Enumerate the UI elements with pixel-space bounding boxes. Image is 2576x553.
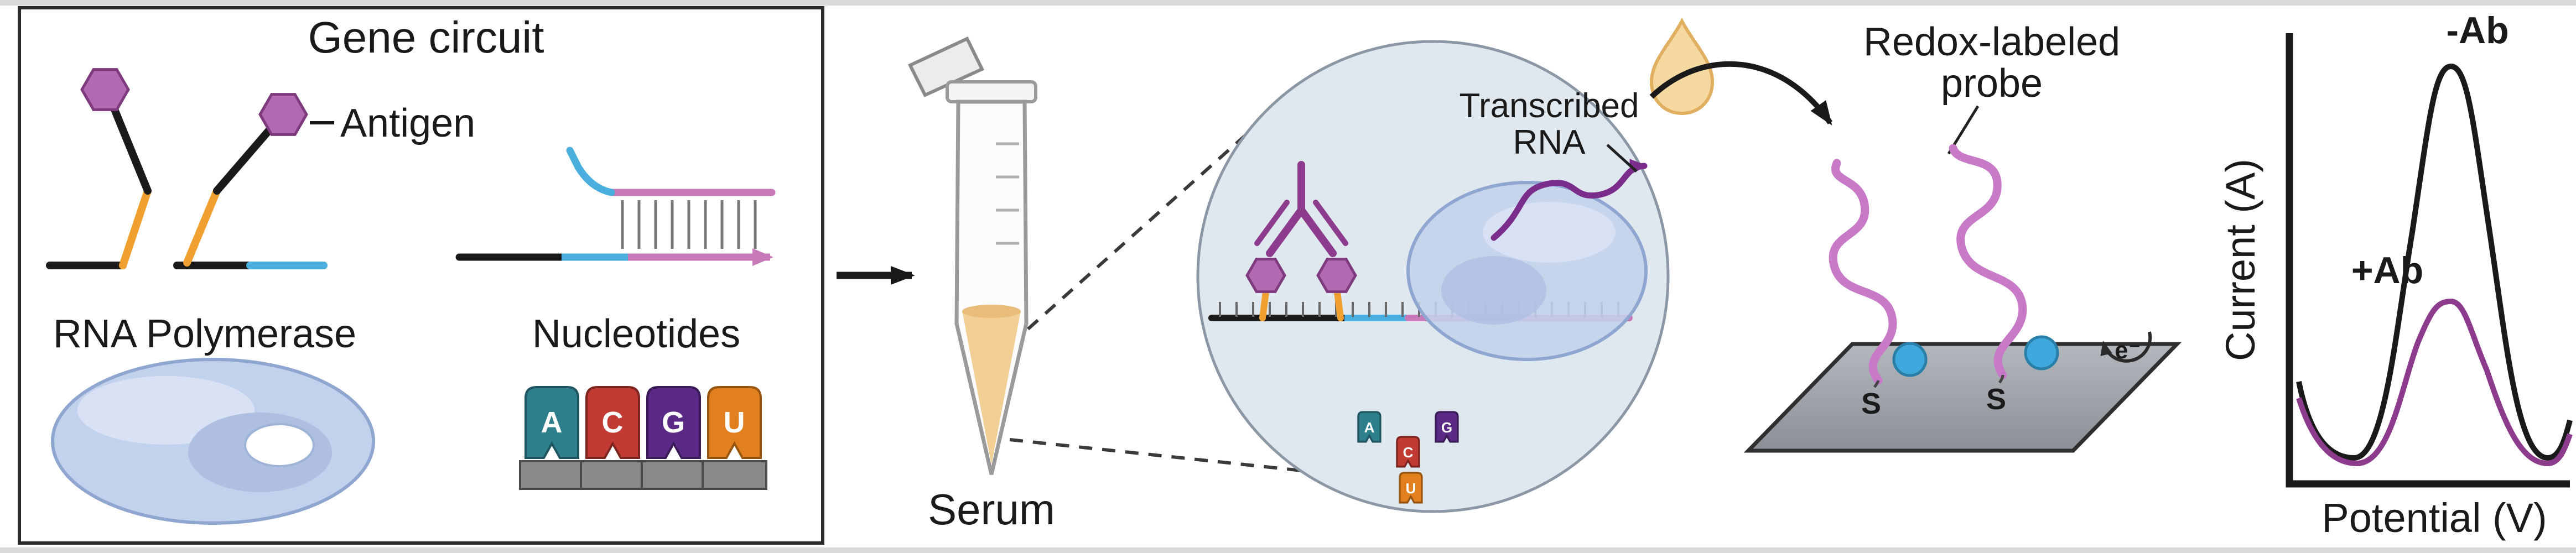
antibody-icon [1266, 161, 1337, 257]
duplex-blue-tail [566, 147, 615, 196]
droplet-icon [1649, 17, 1715, 116]
nucleotide-c-letter: C [602, 406, 624, 439]
template-duplex [455, 147, 776, 266]
reaction-zoom: Transcribed RNA A C G U [1196, 40, 1670, 513]
curve-with-antibody [2296, 298, 2573, 467]
free-nucleotide-a-letter: A [1364, 419, 1375, 436]
nucleotide-u-letter: U [724, 406, 745, 439]
electrode-assembly: Redox-labeled probe S S e⁻ [1743, 20, 2182, 453]
free-nucleotide-c-letter: C [1403, 444, 1414, 461]
gene-circuit-title: Gene circuit [308, 13, 544, 62]
gene-construct-right [173, 95, 328, 269]
tube-graduations [996, 142, 1019, 245]
tube-lid-open [907, 36, 985, 97]
graph-axes [2286, 33, 2570, 488]
nucleotide-base-block [702, 460, 767, 490]
top-edge-band [0, 0, 2576, 6]
nucleotide-a-letter: A [541, 406, 563, 439]
duplex-basepair-teeth [621, 200, 757, 249]
bottom-edge-band [0, 547, 2576, 553]
transcribed-rna-label-line1: Transcribed [1459, 87, 1639, 125]
serum-label: Serum [928, 485, 1055, 534]
tube-body [954, 100, 1029, 475]
zoom-polymerase [1406, 181, 1648, 361]
antibody-complex [1247, 161, 1355, 321]
probe-label-line2: probe [1941, 61, 2043, 106]
nucleotides-label: Nucleotides [532, 312, 740, 356]
droplet-transfer [1649, 17, 1833, 126]
serum-liquid [962, 311, 1021, 465]
rna-polymerase-label: RNA Polymerase [53, 312, 356, 356]
redox-dot-right [2024, 335, 2059, 371]
free-nucleotide-g-letter: G [1441, 419, 1452, 436]
transcribed-rna-strand [1490, 159, 1648, 241]
construct2-arm [213, 127, 273, 195]
curve-label-with-antibody: +Ab [2351, 249, 2423, 291]
transcribed-rna-label-line2: RNA [1513, 123, 1586, 161]
electron-arrow [2100, 331, 2152, 363]
polymerase-channel [244, 423, 315, 467]
graph-xlabel: Potential (V) [2321, 495, 2547, 541]
polymerase-cleft [1441, 256, 1546, 325]
thiol-symbol-right: S [1986, 383, 2006, 416]
nucleotide-base-block [641, 460, 707, 490]
transfer-curved-arrow [1649, 61, 1833, 126]
construct2-linker [183, 187, 221, 267]
voltammogram: Current (A) Potential (V) -Ab +Ab [2217, 9, 2573, 541]
probe-label-line1: Redox-labeled [1863, 20, 2120, 64]
zoom-dashed-lines [1009, 113, 1307, 473]
antigen-hexagon [82, 70, 128, 110]
nucleotide-base-block [580, 460, 646, 490]
gene-circuit-panel: Gene circuit Antigen R [18, 6, 824, 545]
electrode-surface [1743, 342, 2182, 453]
antigen-label: Antigen [340, 101, 475, 145]
rna-polymerase-blob [51, 358, 375, 525]
tube-rim [946, 80, 1037, 103]
serum-tube: Serum [907, 36, 1055, 534]
probe-strand-right [1949, 144, 2027, 379]
antigen-hexagon [260, 95, 307, 135]
curve-no-antibody [2296, 63, 2573, 461]
antigen-hexagon [1247, 259, 1285, 292]
thiol-tethers [1873, 374, 2004, 388]
graph-ylabel: Current (A) [2217, 159, 2263, 361]
free-nucleotide-u-letter: U [1406, 480, 1416, 497]
free-nucleotides: A C G U [1357, 411, 1459, 504]
transcribed-rna-pointer [1606, 144, 1638, 173]
thiol-symbol-left: S [1861, 387, 1881, 420]
antibody-light-chains [1254, 200, 1348, 246]
antigen-hexagon [1318, 259, 1355, 292]
nucleotide-g-letter: G [662, 406, 685, 439]
construct1-arm [111, 106, 152, 195]
curve-label-no-antibody: -Ab [2446, 9, 2509, 51]
serum-surface [962, 305, 1021, 318]
construct1-linker [119, 187, 152, 269]
redox-dot-left [1892, 342, 1928, 377]
probe-strand-left [1829, 159, 1897, 385]
nucleotide-icons: A C G U [519, 386, 767, 490]
electron-label: e⁻ [2115, 337, 2141, 364]
gene-construct-left [46, 70, 152, 269]
nucleotide-base-block [519, 460, 585, 490]
